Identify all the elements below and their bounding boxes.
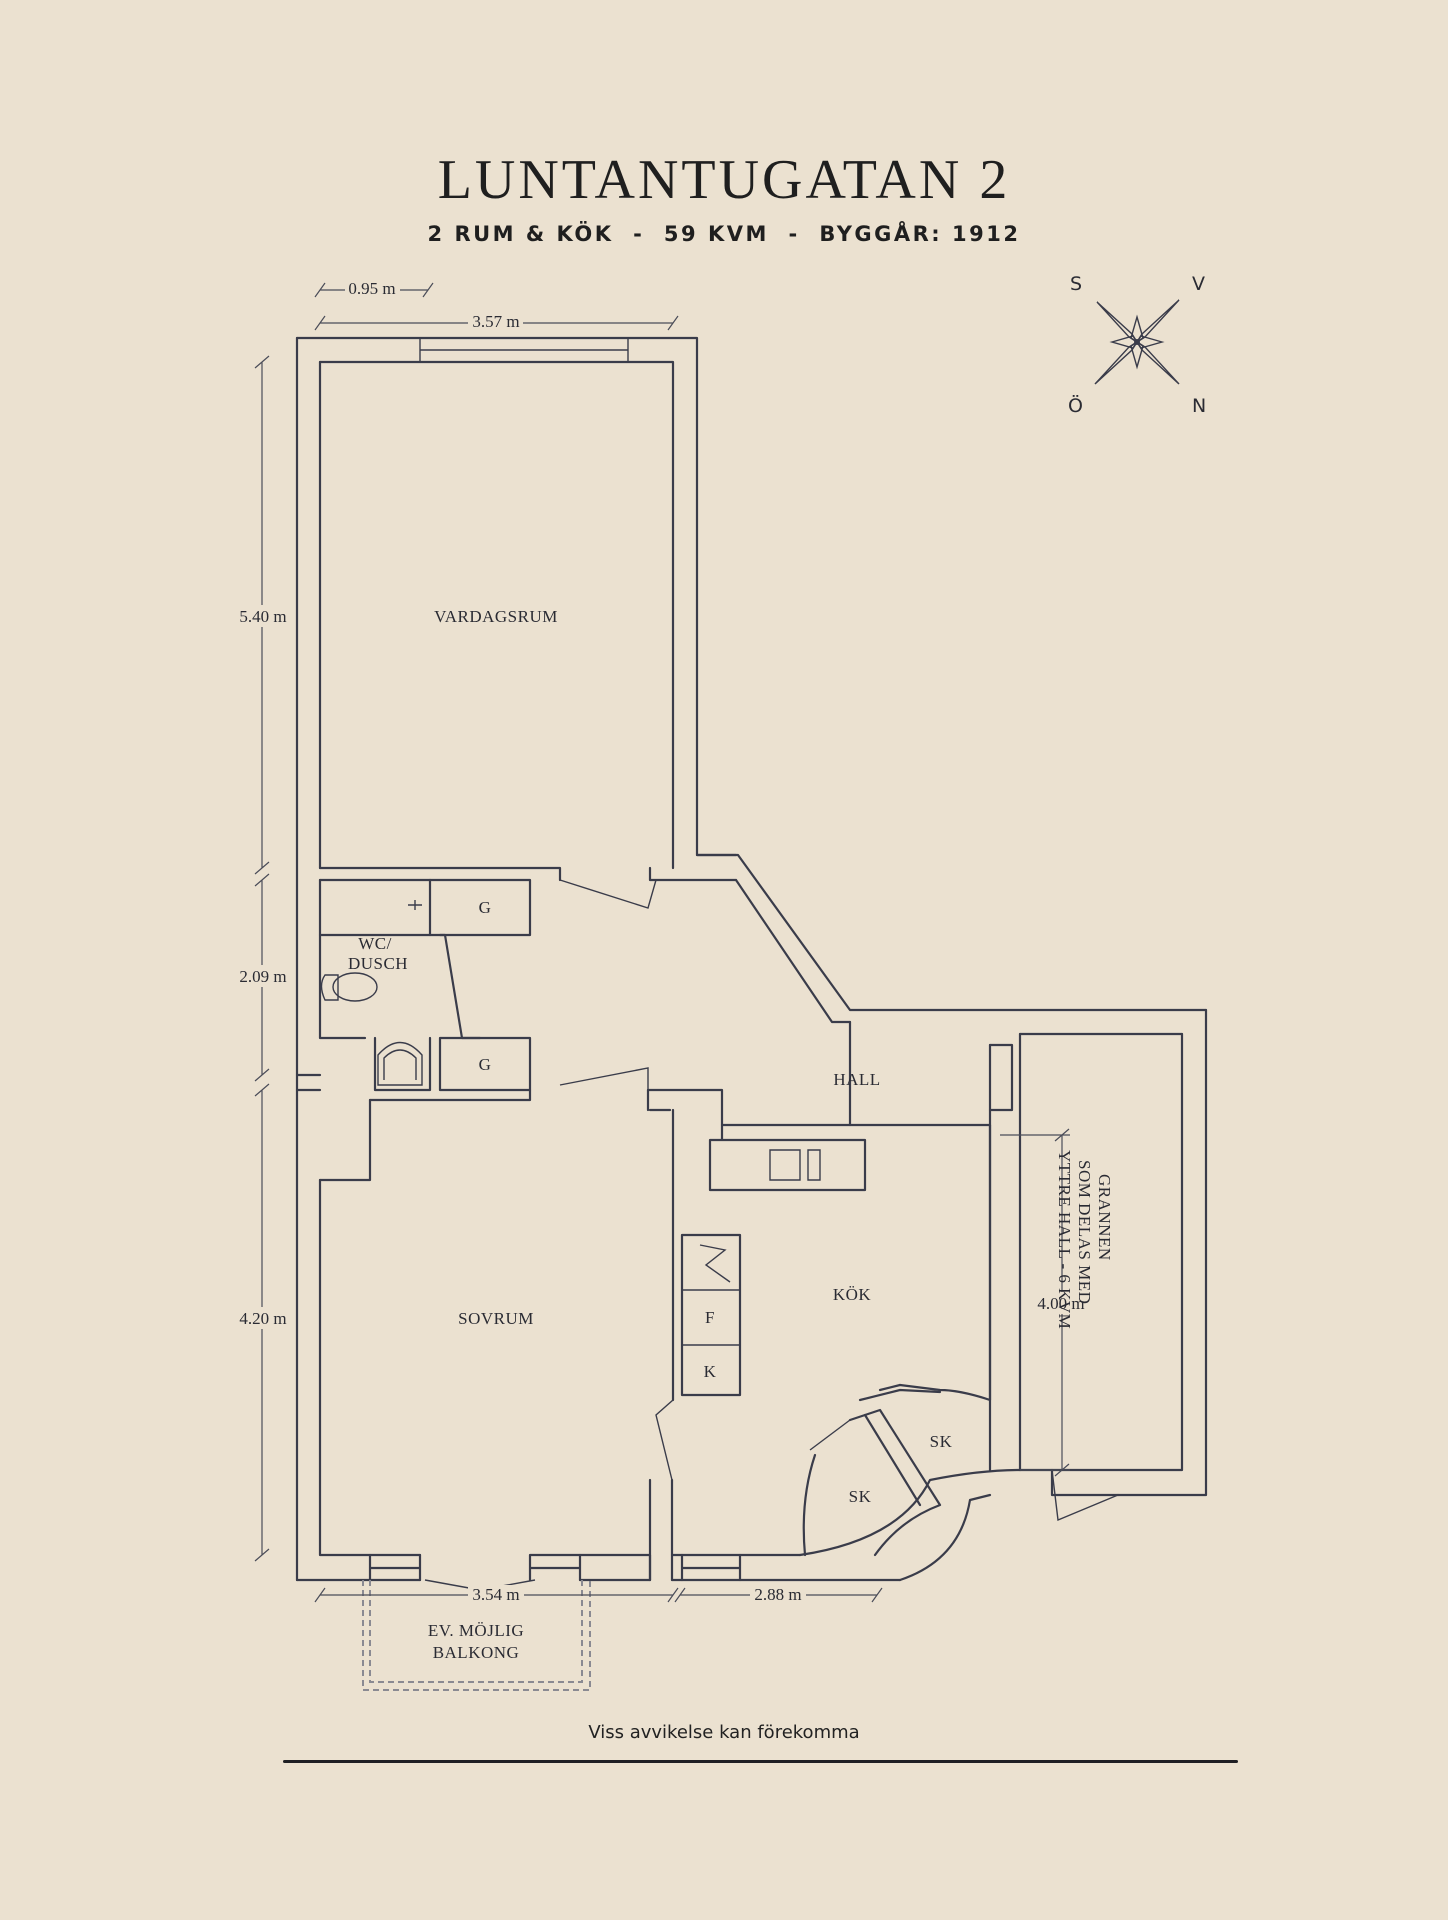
dim-bottom-kitchen: 2.88 m bbox=[754, 1585, 801, 1604]
room-wc-line2: DUSCH bbox=[348, 954, 408, 973]
dim-left-wc: 2.09 m bbox=[239, 967, 286, 986]
dimension-lines bbox=[254, 282, 1070, 1603]
compass-o: Ö bbox=[1068, 394, 1083, 417]
page-subtitle: 2 RUM & KÖK - 59 KVM - BYGGÅR: 1912 bbox=[427, 222, 1021, 246]
closet-label-1: SK bbox=[930, 1432, 953, 1451]
outer-hall-line2: SOM DELAS MED bbox=[1075, 1160, 1094, 1304]
room-sovrum: SOVRUM bbox=[458, 1309, 534, 1328]
page-title: LUNTANTUGATAN 2 bbox=[437, 149, 1011, 211]
room-kok: KÖK bbox=[833, 1285, 872, 1304]
compass-n: N bbox=[1192, 395, 1206, 417]
outer-hall-line3: GRANNEN bbox=[1095, 1174, 1114, 1261]
room-wc-line1: WC/ bbox=[358, 934, 392, 953]
dim-left-living: 5.40 m bbox=[239, 607, 286, 626]
room-g-lower: G bbox=[479, 1055, 492, 1074]
closet-label-2: SK bbox=[849, 1487, 872, 1506]
compass-v: V bbox=[1192, 273, 1205, 295]
balcony-outline bbox=[362, 1580, 591, 1691]
compass-rose-icon bbox=[1094, 299, 1180, 385]
dim-right-outer-hall: 4.00 m bbox=[1037, 1294, 1084, 1313]
balcony-label-line2: BALKONG bbox=[433, 1643, 520, 1662]
dim-left-bedroom: 4.20 m bbox=[239, 1309, 286, 1328]
compass-s: S bbox=[1070, 273, 1082, 295]
dim-top-small: 0.95 m bbox=[348, 279, 395, 298]
room-g-upper: G bbox=[479, 898, 492, 917]
fridge-label: F bbox=[705, 1308, 715, 1327]
freezer-label: K bbox=[704, 1362, 717, 1381]
room-vardagsrum: VARDAGSRUM bbox=[434, 607, 558, 626]
walls bbox=[295, 336, 1208, 1591]
dim-top: 3.57 m bbox=[472, 312, 519, 331]
room-hall: HALL bbox=[833, 1070, 880, 1089]
disclaimer-note: Viss avvikelse kan förekomma bbox=[588, 1722, 860, 1743]
balcony-label-line1: EV. MÖJLIG bbox=[428, 1621, 524, 1640]
dim-bottom-bedroom: 3.54 m bbox=[472, 1585, 519, 1604]
outer-hall-label: YTTRE HALL - 6 KVM SOM DELAS MED GRANNEN bbox=[1055, 1150, 1114, 1329]
bottom-divider bbox=[283, 1760, 1238, 1763]
outer-hall-line1: YTTRE HALL - 6 KVM bbox=[1055, 1150, 1074, 1329]
